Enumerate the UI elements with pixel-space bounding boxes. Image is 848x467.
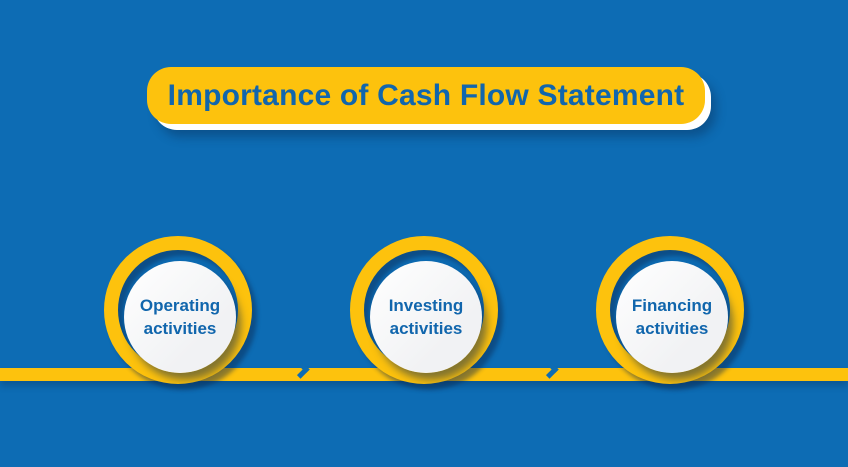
arrow-chevron-icon bbox=[291, 360, 310, 379]
page-title: Importance of Cash Flow Statement bbox=[167, 78, 685, 112]
stage-label-line1: Operating bbox=[139, 296, 221, 315]
stage-circle: Operating activities bbox=[124, 261, 236, 373]
title-banner-face: Importance of Cash Flow Statement bbox=[147, 67, 705, 124]
stage-label-line2: activities bbox=[635, 319, 709, 338]
stage-circle: Investing activities bbox=[370, 261, 482, 373]
arrow-chevron-icon bbox=[540, 360, 559, 379]
stage-label-line2: activities bbox=[143, 319, 217, 338]
stage-label-line1: Financing bbox=[631, 296, 713, 315]
stage-label-line2: activities bbox=[389, 319, 463, 338]
stage-investing-activities: Investing activities bbox=[350, 236, 498, 396]
stage-circle: Financing activities bbox=[616, 261, 728, 373]
stage-label: Financing activities bbox=[632, 294, 712, 340]
stage-label: Operating activities bbox=[140, 294, 220, 340]
title-banner: Importance of Cash Flow Statement bbox=[147, 67, 711, 130]
stage-financing-activities: Financing activities bbox=[596, 236, 744, 396]
stage-operating-activities: Operating activities bbox=[104, 236, 252, 396]
stage-label: Investing activities bbox=[389, 294, 464, 340]
stage-label-line1: Investing bbox=[388, 296, 464, 315]
